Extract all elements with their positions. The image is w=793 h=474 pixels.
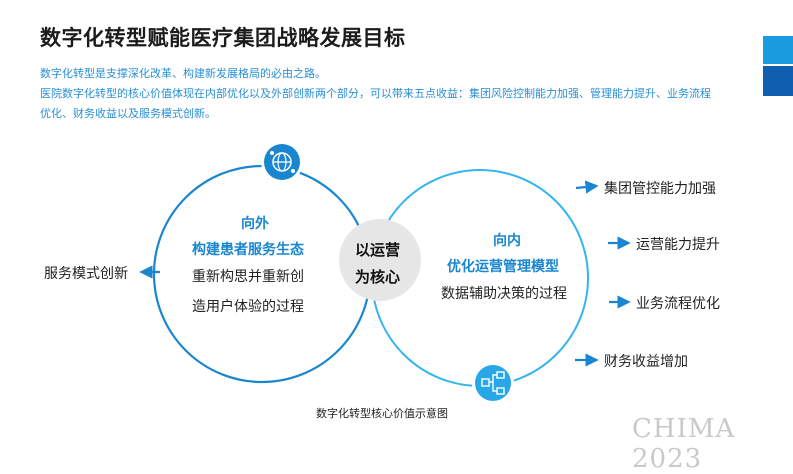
inward-heading: 向内 [493, 233, 521, 249]
inward-output-3: 业务流程优化 [636, 296, 720, 312]
outward-subheading: 构建患者服务生态 [192, 242, 304, 258]
center-line-2: 为核心 [355, 268, 401, 286]
inward-output-2: 运营能力提升 [636, 237, 720, 253]
inward-body: 数据辅助决策的过程 [441, 286, 567, 302]
inward-arrow-1 [575, 180, 599, 194]
hierarchy-icon [472, 362, 514, 404]
outward-body-line-1: 重新构思并重新创 [192, 269, 304, 285]
accent-bar-dark [763, 66, 793, 96]
center-circle [339, 219, 421, 301]
diagram-caption: 数字化转型核心价值示意图 [316, 407, 448, 420]
outward-output-label: 服务模式创新 [44, 266, 128, 282]
watermark: CHIMA 2023 [632, 414, 736, 474]
center-line-1: 以运营 [355, 241, 401, 259]
description-line-2: 医院数字化转型的核心价值体现在内部优化以及外部创新两个部分，可以带来五点收益：集… [40, 87, 711, 100]
description-line-1: 数字化转型是支撑深化改革、构建新发展格局的必由之路。 [40, 67, 326, 80]
description-line-3: 优化、财务收益以及服务模式创新。 [40, 107, 216, 120]
accent-bar-light [763, 36, 793, 64]
page-title: 数字化转型赋能医疗集团战略发展目标 [40, 26, 406, 50]
inward-output-1: 集团管控能力加强 [604, 181, 716, 197]
inward-subheading: 优化运营管理模型 [447, 259, 559, 275]
outward-heading: 向外 [241, 216, 269, 232]
outward-body-line-2: 造用户体验的过程 [192, 299, 304, 315]
globe-network-icon [261, 141, 303, 183]
inward-output-4: 财务收益增加 [604, 354, 688, 370]
value-diagram [139, 141, 631, 404]
